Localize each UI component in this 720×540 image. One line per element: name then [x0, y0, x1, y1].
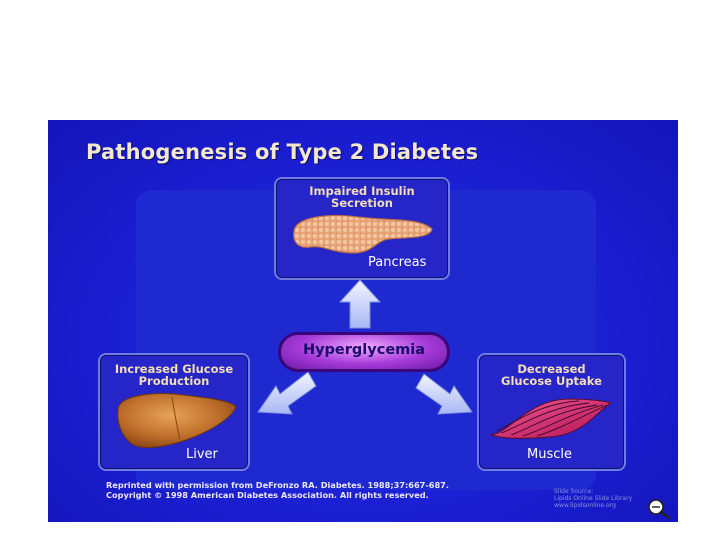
muscle-label: Muscle — [527, 447, 572, 462]
liver-heading: Increased Glucose Production — [100, 363, 248, 387]
pancreas-heading: Impaired Insulin Secretion — [276, 185, 448, 209]
muscle-box: Decreased Glucose Uptake Muscle — [477, 353, 626, 471]
pancreas-label: Pancreas — [368, 255, 426, 270]
pancreas-organ-icon — [288, 209, 436, 257]
liver-organ-icon — [114, 389, 238, 451]
muscle-heading: Decreased Glucose Uptake — [479, 363, 624, 387]
credit-text: Reprinted with permission from DeFronzo … — [106, 480, 576, 500]
magnifier-icon[interactable] — [646, 498, 672, 520]
muscle-organ-icon — [489, 395, 613, 441]
pancreas-box: Impaired Insulin Secretion Pancreas — [274, 177, 450, 280]
slide-title: Pathogenesis of Type 2 Diabetes — [86, 140, 646, 164]
hyperglycemia-pill: Hyperglycemia — [280, 334, 448, 370]
diagram-slide: Pathogenesis of Type 2 Diabetes Impaired… — [48, 120, 678, 522]
hyperglycemia-label: Hyperglycemia — [281, 342, 447, 358]
liver-label: Liver — [186, 447, 218, 462]
liver-box: Increased Glucose Production Liver — [98, 353, 250, 471]
